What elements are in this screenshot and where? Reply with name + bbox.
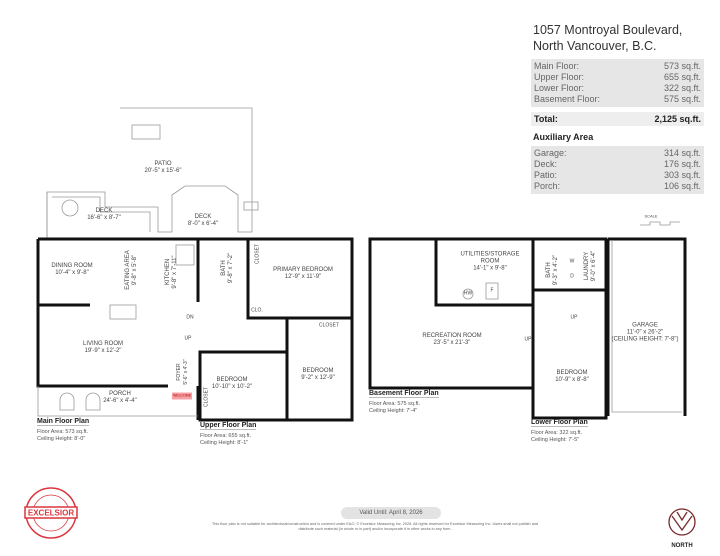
dryer-label: D — [570, 273, 574, 280]
closet-label: CLOSET — [254, 243, 261, 265]
total-area-row: Total:2,125 sq.ft. — [531, 112, 704, 126]
north-arrow-icon — [668, 508, 696, 536]
basement-floor-plan-info: Floor Area: 575 sq.ft.Ceiling Height: 7'… — [369, 401, 421, 414]
stair-up-label: UP — [524, 336, 532, 343]
upper-floor-plan-info: Floor Area: 655 sq.ft.Ceiling Height: 8'… — [200, 433, 252, 446]
table-icon — [131, 124, 161, 140]
washer-label: W — [569, 258, 575, 265]
area-row: Basement Floor:575 sq.ft. — [534, 94, 701, 104]
closet-label: CLOSET — [318, 322, 340, 329]
exterior-areas — [46, 107, 259, 238]
patio-outline — [46, 107, 253, 238]
aux-row: Garage:314 sq.ft. — [534, 148, 701, 158]
basement-lower-walls — [368, 237, 687, 420]
area-row: Upper Floor:655 sq.ft. — [534, 72, 701, 82]
round-table-icon — [61, 199, 79, 217]
stair-up-label: UP — [570, 314, 578, 321]
scale-label: SCALE — [644, 213, 658, 219]
auxiliary-area-title: Auxiliary Area — [533, 132, 594, 142]
north-label: NORTH — [671, 543, 693, 549]
hot-water-label: HW — [463, 290, 473, 297]
aux-row: Porch:106 sq.ft. — [534, 181, 701, 191]
main-floor-plan-title: Main Floor Plan — [37, 418, 90, 426]
floor-area-table: Main Floor:573 sq.ft. Upper Floor:655 sq… — [531, 59, 704, 107]
address-line-1: 1057 Montroyal Boulevard, — [533, 23, 683, 37]
lower-floor-plan-info: Floor Area: 322 sq.ft.Ceiling Height: 7'… — [531, 430, 583, 443]
lower-floor-plan-title: Lower Floor Plan — [531, 419, 588, 427]
area-row: Lower Floor:322 sq.ft. — [534, 83, 701, 93]
basement-floor-plan-title: Basement Floor Plan — [369, 390, 439, 398]
main-floor-plan-info: Floor Area: 573 sq.ft.Ceiling Height: 8'… — [37, 429, 89, 442]
stair-up-label: UP — [184, 335, 192, 342]
stair-dn-label: DN — [186, 314, 194, 321]
upper-floor-plan-title: Upper Floor Plan — [200, 422, 257, 430]
aux-row: Deck:176 sq.ft. — [534, 159, 701, 169]
deck-outline — [46, 192, 151, 238]
auxiliary-area-table: Garage:314 sq.ft. Deck:176 sq.ft. Patio:… — [531, 146, 704, 194]
excelsior-logo: EXCELSIOR — [24, 487, 78, 539]
closet-label: CLOSET — [203, 386, 210, 408]
clo-label: CLO. — [251, 307, 263, 314]
address-line-2: North Vancouver, B.C. — [533, 39, 657, 53]
area-row: Main Floor:573 sq.ft. — [534, 61, 701, 71]
svg-text:EXCELSIOR: EXCELSIOR — [28, 509, 74, 518]
furnace-label: F — [490, 287, 494, 294]
aux-row: Patio:303 sq.ft. — [534, 170, 701, 180]
disclaimer-text: This floor plan is not suitable for arch… — [211, 522, 539, 531]
property-address: 1057 Montroyal Boulevard, North Vancouve… — [533, 22, 682, 54]
valid-until-badge: Valid Until: April 8, 2026 — [341, 507, 441, 519]
welcome-mat: WELCOME — [171, 392, 193, 400]
